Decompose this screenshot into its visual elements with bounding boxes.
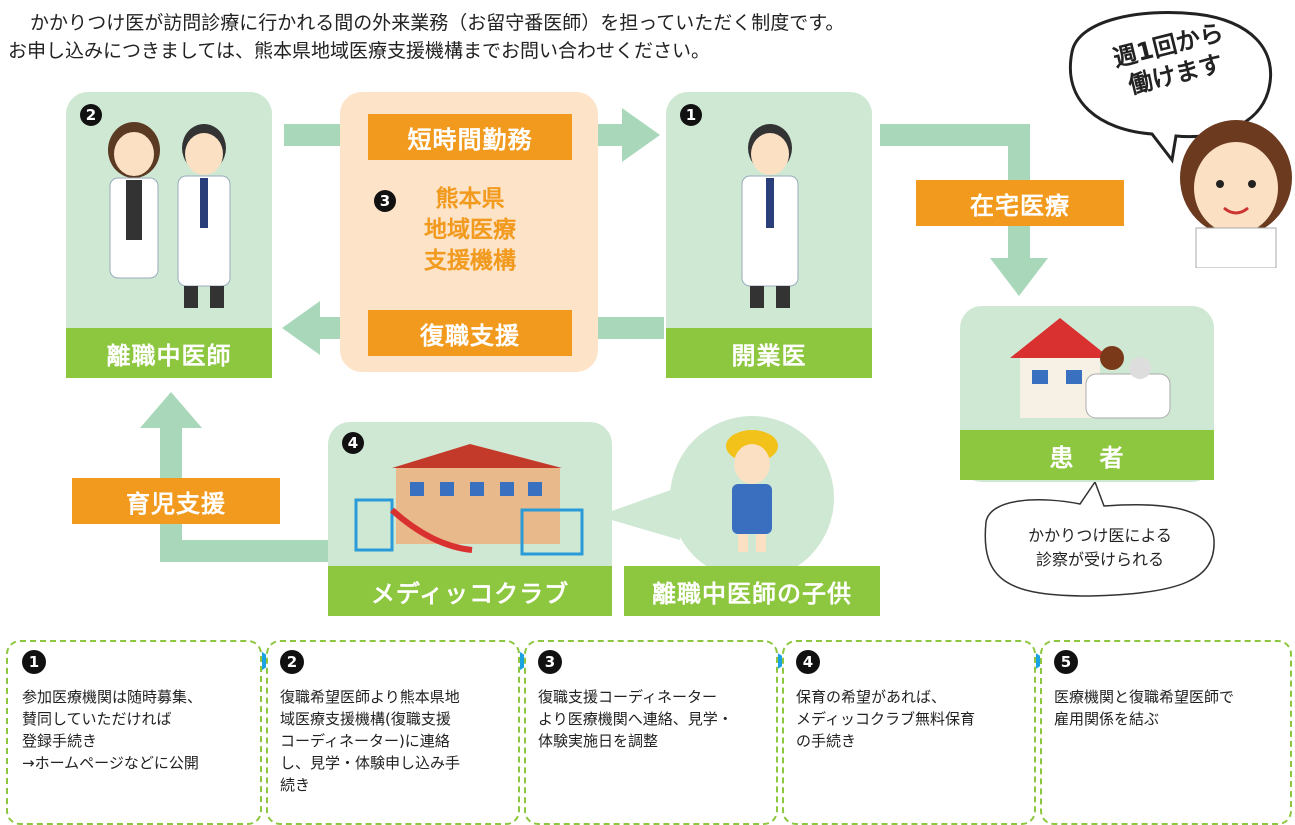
step-4-line: の手続き — [796, 732, 857, 750]
step-number-2: 2 — [280, 650, 304, 674]
practitioner-illustration — [720, 114, 820, 314]
organization-name: 熊本県 地域医療 支援機構 — [400, 184, 540, 277]
child-label: 離職中医師の子供 — [624, 566, 880, 616]
step-5-line: 医療機関と復職希望医師で — [1054, 688, 1235, 706]
step-number-1: 1 — [22, 650, 46, 674]
intro-line-2: お申し込みにつきましては、熊本県地域医療支援機構までお問い合わせください。 — [8, 40, 711, 62]
step-text-5: 医療機関と復職希望医師で 雇用関係を結ぶ — [1054, 686, 1284, 730]
doctors-illustration — [92, 114, 252, 314]
step-number-5: 5 — [1054, 650, 1078, 674]
step-box-2 — [266, 640, 520, 825]
step-2-line: コーディネーター)に連絡 — [280, 732, 450, 750]
home-care-label: 在宅医療 — [916, 180, 1124, 226]
step-2-line: 復職希望医師より熊本県地 — [280, 688, 460, 706]
step-box-1 — [6, 640, 262, 825]
step-number-3: 3 — [538, 650, 562, 674]
step-3-line: 復職支援コーディネーター — [538, 688, 717, 706]
organization-name-line-2: 地域医療 — [424, 217, 516, 243]
step-text-2: 復職希望医師より熊本県地 域医療支援機構(復職支援 コーディネーター)に連絡 し… — [280, 686, 512, 796]
childcare-label: 育児支援 — [72, 478, 280, 524]
patient-bubble-line-2: 診察が受けられる — [1035, 550, 1164, 569]
step-box-5 — [1040, 640, 1292, 825]
patient-bubble-line-1: かかりつけ医による — [1028, 526, 1172, 545]
node-number-2: 2 — [80, 104, 102, 126]
step-box-4 — [782, 640, 1036, 825]
node-number-3: 3 — [374, 190, 396, 212]
child-illustration — [712, 428, 792, 558]
step-2-line: 続き — [280, 776, 311, 794]
school-illustration — [352, 440, 588, 558]
short-work-label: 短時間勤務 — [368, 114, 572, 160]
step-1-line: →ホームページなどに公開 — [22, 754, 199, 772]
node-number-4: 4 — [342, 432, 364, 454]
patient-bubble-text: かかりつけ医による 診察が受けられる — [990, 524, 1210, 572]
home-care-arrow — [880, 124, 1048, 296]
step-1-line: 賛同していただければ — [22, 710, 172, 728]
step-4-line: 保育の希望があれば、 — [796, 688, 947, 706]
return-support-label: 復職支援 — [368, 310, 572, 356]
patient-bubble — [984, 480, 1215, 597]
step-text-3: 復職支援コーディネーター より医療機関へ連絡、見学・ 体験実施日を調整 — [538, 686, 770, 752]
medicco-label: メディッコクラブ — [328, 566, 612, 616]
practitioner-label: 開業医 — [666, 328, 872, 378]
female-doctor-illustration — [1176, 118, 1295, 268]
step-3-line: より医療機関へ連絡、見学・ — [538, 710, 733, 728]
step-box-3 — [524, 640, 778, 825]
childcare-arrow — [140, 392, 328, 562]
step-2-line: し、見学・体験申し込み手 — [280, 754, 461, 772]
step-1-line: 参加医療機関は随時募集、 — [22, 688, 203, 706]
step-4-line: メディッコクラブ無料保育 — [796, 710, 975, 728]
step-text-1: 参加医療機関は随時募集、 賛同していただければ 登録手続き →ホームページなどに… — [22, 686, 254, 774]
node-number-1: 1 — [680, 104, 702, 126]
retired-doctor-label: 離職中医師 — [66, 328, 272, 378]
step-5-line: 雇用関係を結ぶ — [1054, 710, 1160, 728]
organization-name-line-3: 支援機構 — [424, 248, 516, 274]
organization-name-line-1: 熊本県 — [435, 186, 505, 212]
step-2-line: 域医療支援機構(復職支援 — [280, 710, 451, 728]
step-3-line: 体験実施日を調整 — [538, 732, 659, 750]
step-1-line: 登録手続き — [22, 732, 98, 750]
intro-line-1: かかりつけ医が訪問診療に行かれる間の外来業務（お留守番医師）を担っていただく制度… — [30, 12, 845, 34]
step-text-4: 保育の希望があれば、 メディッコクラブ無料保育 の手続き — [796, 686, 1028, 752]
step-number-4: 4 — [796, 650, 820, 674]
house-illustration — [990, 314, 1180, 424]
patient-label: 患 者 — [960, 430, 1214, 480]
